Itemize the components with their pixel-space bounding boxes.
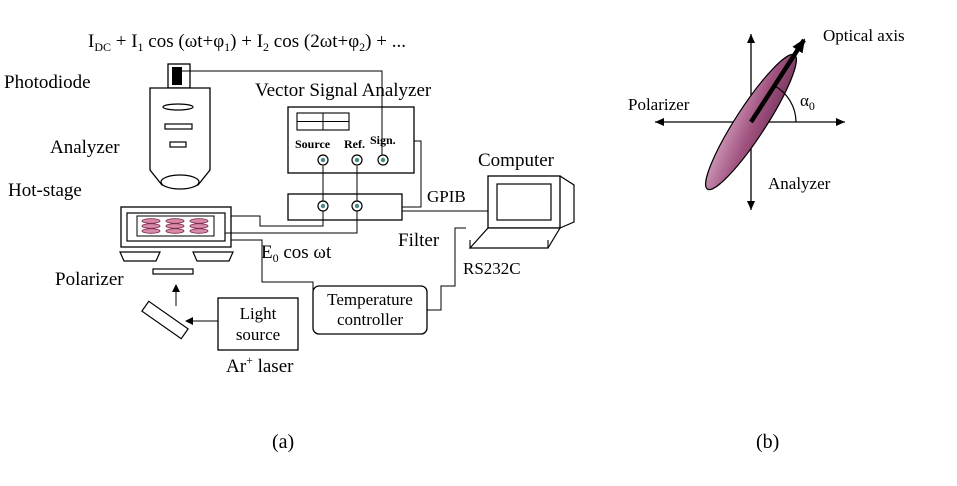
stage-foot-right xyxy=(192,251,234,262)
vsa-sign-label: Sign. xyxy=(370,133,396,147)
rs232c-label: RS232C xyxy=(463,259,521,278)
optical-axis-label: Optical axis xyxy=(823,26,905,45)
analyzer-axis-arrow-up xyxy=(747,34,755,43)
wire-vsa-filter xyxy=(402,140,422,208)
drive-signal-label: E0 cos ωt xyxy=(261,242,332,265)
light-source-line2: source xyxy=(236,325,280,344)
tube-lens-upper xyxy=(162,103,194,111)
equation: IDC + I1 cos (ωt+φ1) + I2 cos (2ωt+φ2) +… xyxy=(88,31,406,54)
photodiode-label: Photodiode xyxy=(4,72,91,93)
computer-monitor-side xyxy=(559,175,575,229)
vsa-sign-port-core xyxy=(380,157,386,163)
microscope-tube xyxy=(149,87,211,186)
polarizer-axis-arrow-right xyxy=(836,118,845,126)
light-source-box xyxy=(217,297,299,351)
laser-label: Ar+ laser xyxy=(226,353,294,377)
analyzer-plate xyxy=(164,123,193,130)
wire-stage-temp xyxy=(231,239,314,292)
objective-lens xyxy=(160,174,200,190)
polarizer-label: Polarizer xyxy=(55,269,124,290)
alpha-label: α0 xyxy=(800,91,815,113)
computer-keyboard-edge xyxy=(469,240,549,248)
optical-axis-arrow xyxy=(749,38,806,124)
light-source-line1: Light xyxy=(240,304,277,323)
computer-keyboard xyxy=(468,227,562,249)
filter-port-right-core xyxy=(354,203,360,209)
temperature-controller-line1: Temperature xyxy=(327,290,413,309)
computer-screen xyxy=(496,183,552,221)
wire-photodiode-sign xyxy=(182,70,383,155)
alpha-arc xyxy=(774,85,797,123)
polarizer-plate xyxy=(152,268,194,275)
gpib-label: GPIB xyxy=(427,187,466,206)
analyzer-label: Analyzer xyxy=(50,137,120,158)
vsa-ref-label: Ref. xyxy=(344,137,365,151)
polarizer-axis-arrow-left xyxy=(655,118,664,126)
vsa-source-label: Source xyxy=(295,137,331,151)
vsa-source-port-core xyxy=(320,157,326,163)
figure-a: IDC + I1 cos (ωt+φ1) + I2 cos (2ωt+φ2) +… xyxy=(4,31,575,453)
analyzer-axis-arrow-down xyxy=(747,201,755,210)
wire-filter-stage-2 xyxy=(225,211,358,234)
vsa-ref-port-core xyxy=(354,157,360,163)
computer-label: Computer xyxy=(478,150,555,171)
hot-stage-label: Hot-stage xyxy=(8,180,82,201)
filter-label: Filter xyxy=(398,230,440,251)
tube-element xyxy=(169,141,187,148)
stage-foot-left xyxy=(119,251,161,262)
filter-box xyxy=(287,193,403,221)
polarizer-axis-label: Polarizer xyxy=(628,95,690,114)
wiring xyxy=(182,70,488,311)
caption-a: (a) xyxy=(272,431,294,453)
filter-port-left-core xyxy=(320,203,326,209)
caption-b: (b) xyxy=(756,431,779,453)
wire-filter-stage-1 xyxy=(231,211,324,227)
analyzer-axis-label: Analyzer xyxy=(768,174,831,193)
photodiode-element xyxy=(172,67,182,85)
vsa-label: Vector Signal Analyzer xyxy=(255,80,432,101)
wire-temp-computer xyxy=(427,227,466,311)
figure-b: α0 Optical axis Polarizer Analyzer (b) xyxy=(628,26,905,453)
mirror xyxy=(141,300,189,340)
temperature-controller-line2: controller xyxy=(337,310,403,329)
lc-cell-electrodes xyxy=(141,218,209,234)
